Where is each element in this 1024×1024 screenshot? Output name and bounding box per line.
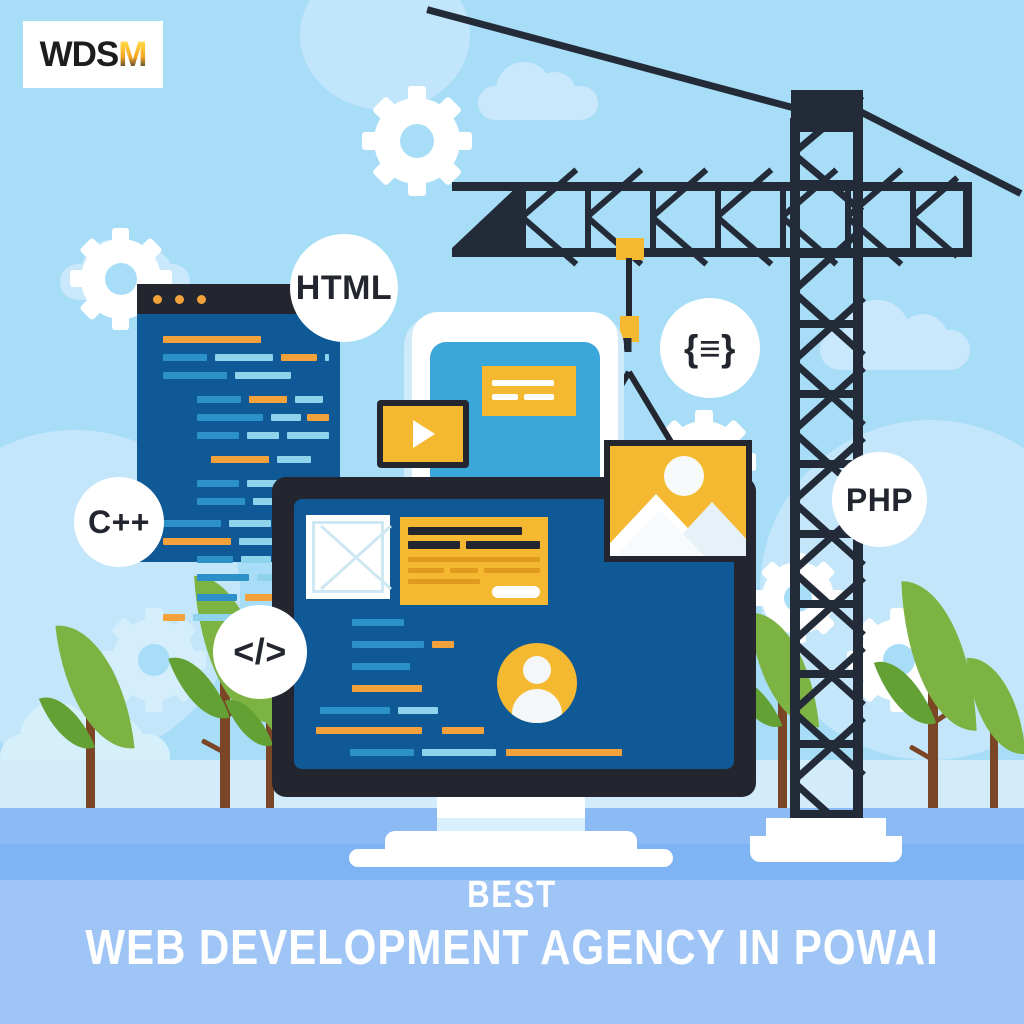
code-line bbox=[506, 749, 622, 756]
monitor-neck-shade bbox=[437, 818, 585, 834]
code-line bbox=[235, 372, 291, 379]
badge-label: PHP bbox=[845, 481, 914, 518]
badge-tags[interactable]: </> bbox=[213, 605, 307, 699]
code-line bbox=[239, 538, 277, 545]
user-avatar bbox=[497, 643, 577, 723]
code-line bbox=[163, 538, 231, 545]
content-card[interactable] bbox=[400, 517, 548, 605]
code-line bbox=[193, 614, 259, 621]
code-line bbox=[197, 556, 233, 563]
code-line bbox=[197, 574, 249, 581]
gear-icon bbox=[362, 86, 472, 196]
code-line bbox=[197, 432, 239, 439]
crane-cabin bbox=[791, 90, 863, 132]
crane-trolley bbox=[616, 238, 644, 260]
code-line bbox=[163, 336, 261, 343]
caption-block: BEST WEB DEVELOPMENT AGENCY IN POWAI bbox=[0, 874, 1024, 976]
code-line bbox=[197, 480, 239, 487]
brand-logo[interactable]: WDSM bbox=[23, 21, 163, 88]
photo-sun bbox=[664, 456, 704, 496]
badge-label: {≡} bbox=[684, 327, 736, 369]
code-line bbox=[215, 354, 273, 361]
badge-label: </> bbox=[233, 631, 287, 672]
code-line bbox=[163, 354, 207, 361]
code-line bbox=[247, 432, 279, 439]
code-line bbox=[287, 432, 329, 439]
badge-label: HTML bbox=[295, 269, 393, 307]
badge-php[interactable]: PHP bbox=[832, 452, 927, 547]
code-line bbox=[307, 414, 329, 421]
caption-line-1: BEST bbox=[467, 874, 557, 916]
code-line bbox=[241, 556, 271, 563]
code-line bbox=[247, 480, 277, 487]
code-line bbox=[398, 707, 438, 714]
wireframe-box bbox=[312, 521, 392, 593]
avatar-head bbox=[523, 656, 551, 684]
code-line bbox=[422, 749, 496, 756]
hanging-image-frame bbox=[604, 440, 752, 562]
caption-line-2: WEB DEVELOPMENT AGENCY IN POWAI bbox=[85, 920, 939, 975]
code-line bbox=[316, 727, 422, 734]
code-line bbox=[352, 663, 410, 670]
code-line bbox=[197, 594, 237, 601]
play-icon[interactable] bbox=[413, 420, 435, 448]
logo-accent-letter: M bbox=[118, 34, 147, 74]
code-line bbox=[163, 614, 185, 621]
window-dot-icon[interactable] bbox=[197, 295, 206, 304]
frame-photo bbox=[610, 446, 746, 556]
code-line bbox=[325, 354, 329, 361]
code-line bbox=[163, 520, 221, 527]
code-line bbox=[320, 707, 390, 714]
video-play-card[interactable] bbox=[377, 400, 469, 468]
hoist-block bbox=[620, 316, 639, 342]
code-line bbox=[197, 498, 245, 505]
code-line bbox=[352, 619, 404, 626]
photo-mountain bbox=[616, 510, 704, 556]
code-line bbox=[432, 641, 454, 648]
avatar-body bbox=[512, 689, 562, 723]
code-line bbox=[211, 456, 269, 463]
code-line bbox=[352, 641, 424, 648]
crane-jib-nose bbox=[452, 182, 522, 248]
code-line bbox=[197, 414, 263, 421]
code-line bbox=[271, 414, 301, 421]
badge-cpp[interactable]: C++ bbox=[74, 477, 164, 567]
logo-text: WDSM bbox=[39, 34, 148, 75]
code-line bbox=[245, 594, 289, 601]
badge-label: C++ bbox=[88, 504, 150, 540]
code-line bbox=[350, 749, 414, 756]
notification-card[interactable] bbox=[482, 366, 576, 416]
code-line bbox=[442, 727, 484, 734]
code-line bbox=[352, 685, 422, 692]
code-line bbox=[249, 396, 287, 403]
code-line bbox=[253, 498, 287, 505]
code-line bbox=[163, 372, 227, 379]
code-line bbox=[295, 396, 323, 403]
window-dot-icon[interactable] bbox=[175, 295, 184, 304]
hoist-rope bbox=[626, 258, 632, 316]
code-line bbox=[281, 354, 317, 361]
window-dot-icon[interactable] bbox=[153, 295, 162, 304]
badge-code[interactable]: {≡} bbox=[660, 298, 760, 398]
logo-letters: WDS bbox=[39, 34, 120, 74]
code-line bbox=[229, 520, 271, 527]
code-line bbox=[277, 456, 311, 463]
badge-html[interactable]: HTML bbox=[290, 234, 398, 342]
monitor-base-rest bbox=[349, 849, 673, 867]
code-line bbox=[197, 396, 241, 403]
